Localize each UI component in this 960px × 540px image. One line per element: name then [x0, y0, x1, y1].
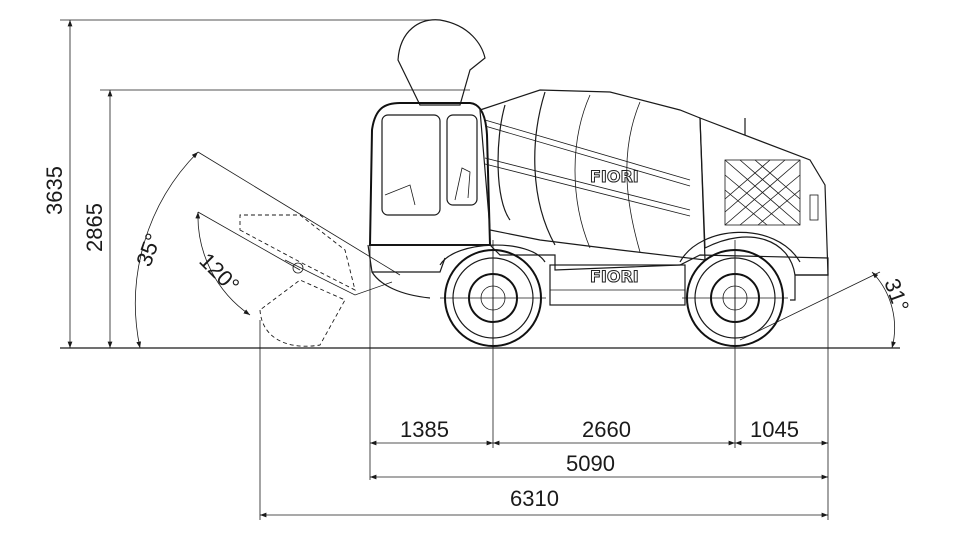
chassis	[367, 244, 829, 306]
engine-hood	[699, 117, 829, 276]
raised-bucket	[397, 19, 486, 106]
rear-wheel	[682, 240, 788, 348]
dim-rear-overhang: 1045	[750, 417, 799, 442]
loading-bucket	[239, 214, 393, 347]
extension-lines	[60, 19, 829, 520]
angle-departure: 31°	[879, 275, 914, 315]
front-fender	[439, 244, 546, 266]
dim-cab-height: 2865	[82, 203, 107, 252]
dim-overall-length: 6310	[510, 486, 559, 511]
angle-lines	[134, 151, 896, 349]
rear-fender	[679, 231, 801, 263]
dim-body-length: 5090	[566, 451, 615, 476]
cab	[368, 102, 492, 246]
angle-bucket-rotation: 120°	[194, 248, 244, 298]
angle-bucket-lift: 35°	[131, 230, 166, 270]
dim-front-overhang: 1385	[400, 417, 449, 442]
dim-wheelbase: 2660	[582, 417, 631, 442]
drum-logo: FIORI	[590, 167, 639, 186]
dim-overall-height: 3635	[42, 166, 67, 215]
chassis-logo: FIORI	[590, 267, 639, 286]
front-wheel	[440, 240, 546, 348]
